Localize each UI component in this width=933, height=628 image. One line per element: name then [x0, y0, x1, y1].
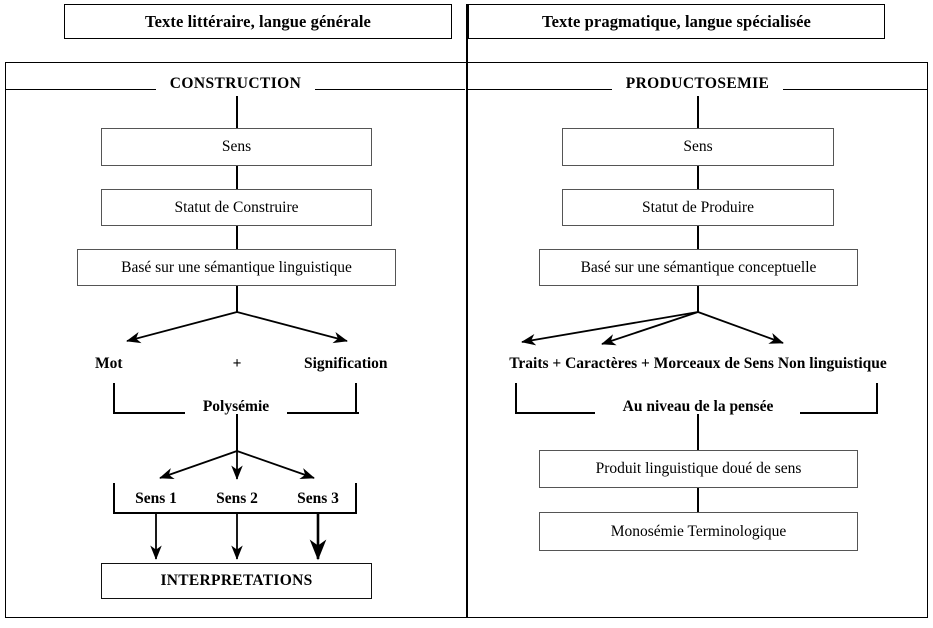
section-title-productosemie: PRODUCTOSEMIE [625, 75, 770, 93]
legend-rule-left-b [315, 88, 465, 90]
left-node-base-label: Basé sur une sémantique linguistique [121, 258, 352, 276]
header-label-left: Texte littéraire, langue générale [145, 11, 371, 31]
connector-right-5 [697, 488, 699, 513]
connector-left-2 [236, 226, 238, 250]
left-term-signification: Signification [304, 355, 388, 372]
right-node-statut: Statut de Produire [562, 189, 834, 226]
header-box-right: Texte pragmatique, langue spécialisée [468, 4, 885, 39]
connector-left-1 [236, 166, 238, 190]
right-node-sens-label: Sens [683, 138, 713, 155]
right-node-statut-label: Statut de Produire [642, 198, 754, 216]
connector-left-3 [236, 286, 238, 312]
connector-left-4 [236, 414, 238, 451]
legend-rule-left-a [6, 88, 156, 90]
right-bracket-rule-a [515, 412, 595, 414]
left-bracket-polysemie [113, 383, 357, 414]
right-bracket-label-pensee: Au niveau de la pensée [596, 396, 800, 418]
right-node-monosemie-label: Monosémie Terminologique [610, 522, 787, 540]
left-sense-1: Sens 1 [135, 490, 177, 507]
connector-right-3 [697, 286, 699, 312]
header-box-left: Texte littéraire, langue générale [64, 4, 452, 39]
right-node-monosemie: Monosémie Terminologique [539, 512, 858, 551]
right-node-base-label: Basé sur une sémantique conceptuelle [580, 258, 817, 276]
left-node-statut: Statut de Construire [101, 189, 372, 226]
right-bracket-rule-b [800, 412, 878, 414]
legend-rule-right-a [468, 88, 612, 90]
legend-rule-right-b [783, 88, 928, 90]
left-node-interpretations-label: INTERPRETATIONS [160, 572, 313, 589]
connector-right-2 [697, 226, 699, 250]
connector-right-top [697, 96, 699, 129]
divider-stub [466, 4, 468, 64]
left-node-statut-label: Statut de Construire [174, 198, 299, 216]
connector-left-top [236, 96, 238, 129]
left-bracket-label-polysemie: Polysémie [185, 396, 287, 418]
connector-right-1 [697, 166, 699, 190]
right-bracket-pensee [515, 383, 878, 414]
connector-right-4 [697, 414, 699, 451]
left-sense-2: Sens 2 [216, 490, 258, 507]
left-node-interpretations: INTERPRETATIONS [101, 563, 372, 599]
left-node-sens: Sens [101, 128, 372, 166]
right-term-traits: Traits + Caractères + Morceaux de Sens N… [509, 355, 887, 372]
section-legend-left: CONSTRUCTION [6, 76, 465, 96]
left-term-operator: + [232, 355, 242, 372]
left-senses-bracket [113, 483, 357, 514]
header-label-right: Texte pragmatique, langue spécialisée [542, 11, 811, 31]
left-term-mot: Mot [95, 355, 123, 372]
left-node-sens-label: Sens [221, 138, 252, 155]
right-node-base: Basé sur une sémantique conceptuelle [539, 249, 858, 286]
right-node-sens: Sens [562, 128, 834, 166]
left-bracket-rule-a [113, 412, 189, 414]
section-title-construction: CONSTRUCTION [169, 75, 302, 93]
right-node-produit: Produit linguistique doué de sens [539, 450, 858, 488]
column-divider [466, 62, 468, 618]
left-sense-3: Sens 3 [297, 490, 339, 507]
right-node-produit-label: Produit linguistique doué de sens [595, 460, 802, 477]
left-node-base: Basé sur une sémantique linguistique [77, 249, 396, 286]
left-bracket-rule-b [283, 412, 359, 414]
section-legend-right: PRODUCTOSEMIE [468, 76, 928, 96]
